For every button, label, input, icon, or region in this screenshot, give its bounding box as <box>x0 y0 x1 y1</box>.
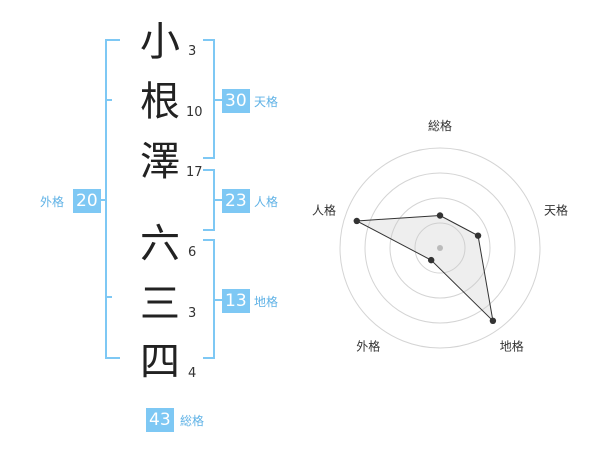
chikaku-label: 地格 <box>254 295 279 309</box>
jinkaku-value: 23 <box>222 189 250 213</box>
jinkaku-label: 人格 <box>254 195 279 209</box>
radar-ring-3 <box>364 172 516 324</box>
radar-point-2 <box>474 232 482 239</box>
radar-center <box>437 245 443 251</box>
name-char-5: 三 <box>140 281 180 327</box>
radar-ring-4 <box>339 147 541 349</box>
gaikaku-value: 20 <box>73 189 101 213</box>
radar-axis-label-1: 総格 <box>428 118 452 133</box>
radar-point-3 <box>489 317 497 325</box>
name-diagram: 小 3 根 10 澤 17 六 6 三 3 四 4 30 天格 23 人格 13… <box>40 19 279 432</box>
radar-point-5 <box>353 217 360 225</box>
stroke-count-5: 3 <box>188 306 197 321</box>
gaikaku-label: 外格 <box>40 195 65 209</box>
radar-axis-label-4: 外格 <box>356 339 380 354</box>
radar-axis-label-3: 地格 <box>500 339 524 354</box>
chikaku-bracket <box>203 239 222 359</box>
jinkaku-bracket <box>203 169 222 231</box>
radar-ring-2 <box>389 197 491 299</box>
radar-axis-label-2: 天格 <box>544 202 568 217</box>
name-char-1: 小 <box>140 19 180 65</box>
radar-axis-label-5: 人格 <box>312 202 336 217</box>
soukaku-value: 43 <box>146 408 174 432</box>
name-char-3: 澤 <box>140 139 180 185</box>
chikaku-value: 13 <box>222 289 250 313</box>
stroke-count-4: 6 <box>188 245 197 260</box>
radar-point-4 <box>427 256 435 264</box>
name-char-2: 根 <box>140 79 180 125</box>
name-char-6: 四 <box>140 339 180 385</box>
stroke-count-2: 10 <box>186 105 203 120</box>
bracket-lines <box>99 39 222 359</box>
stroke-count-3: 17 <box>186 165 203 180</box>
stroke-count-6: 4 <box>188 366 197 381</box>
radar-shape <box>354 214 494 323</box>
tenkaku-value: 30 <box>222 89 250 113</box>
name-char-4: 六 <box>140 221 180 267</box>
gaikaku-bracket <box>105 39 120 359</box>
radar-point-1 <box>436 212 444 219</box>
tenkaku-bracket <box>203 39 222 159</box>
tenkaku-label: 天格 <box>254 95 279 109</box>
soukaku-label: 総格 <box>180 414 205 428</box>
stroke-count-1: 3 <box>188 44 197 59</box>
radar-ring-1 <box>414 222 466 274</box>
